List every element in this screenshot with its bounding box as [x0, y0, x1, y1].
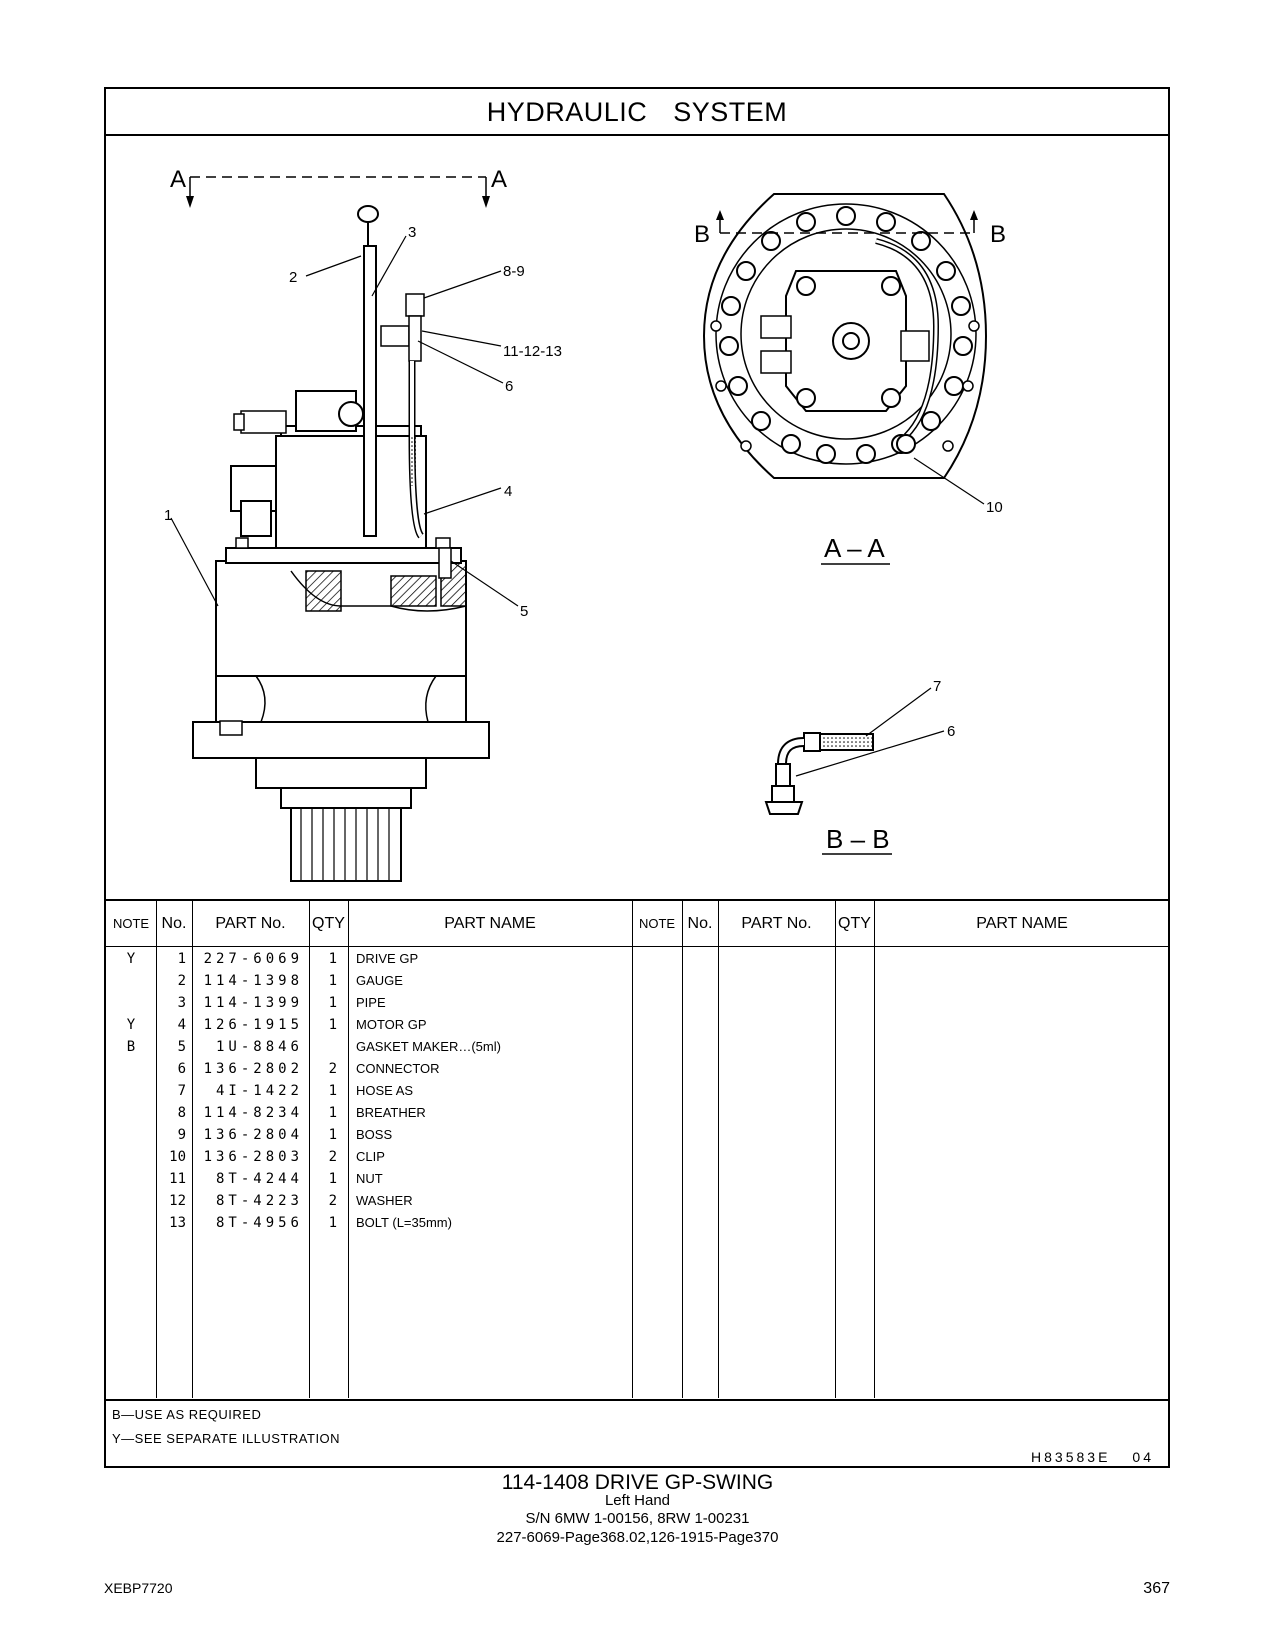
header-part-no: PART No. [215, 915, 286, 932]
callout-6a: 6 [505, 378, 513, 395]
callout-11-12-13: 11-12-13 [503, 343, 562, 360]
group-caption: 114‑1408 DRIVE GP‑SWING [501, 1471, 774, 1494]
header-no: No. [161, 915, 187, 932]
callout-8-9: 8-9 [503, 263, 525, 280]
callout-5: 5 [520, 603, 528, 620]
header-qty-2: QTY [838, 915, 871, 932]
drawing-revision: 04 [1132, 1449, 1154, 1465]
header-part-name-2: PART NAME [976, 915, 1068, 932]
section-bb-label: B – B [826, 824, 890, 854]
drawing-number: H83583E [1031, 1449, 1111, 1465]
exploded-view-drawing: A A [164, 166, 1006, 882]
page-references: 227‑6069‑Page368.02,126‑1915‑Page370 [496, 1529, 779, 1546]
legend-area: B―USE AS REQUIRED Y―SEE SEPARATE ILLUSTR… [106, 1399, 1168, 1468]
document-id: XEBP7720 [104, 1580, 173, 1596]
top-view-drawing [702, 193, 988, 479]
header-qty: QTY [312, 915, 345, 932]
a-left-label: A [170, 166, 186, 193]
callout-6b: 6 [947, 723, 955, 740]
parts-illustration: A A [106, 136, 1168, 899]
header-note: NOTE [112, 916, 150, 931]
callout-4: 4 [504, 483, 512, 500]
parts-table: NOTE No. PART No. QTY PART NAME NOTE No.… [106, 899, 1168, 1399]
a-right-label: A [491, 166, 507, 193]
page-title: HYDRAULIC SYSTEM [106, 89, 1168, 136]
callouts-left: 2 3 8-9 11-12-13 6 4 1 5 [164, 224, 562, 620]
header-part-no-2: PART No. [741, 915, 812, 932]
section-b-marker: B B [694, 210, 1006, 248]
hose-detail-drawing [764, 732, 874, 815]
header-no-2: No. [687, 915, 713, 932]
header-part-name: PART NAME [444, 915, 536, 932]
callout-10: 10 [986, 499, 1003, 516]
drive-assembly-drawing [192, 205, 490, 882]
serial-numbers: S/N 6MW 1‑00156, 8RW 1‑00231 [525, 1510, 750, 1527]
legend-b: B―USE AS REQUIRED [112, 1407, 262, 1422]
section-aa-label: A – A [824, 533, 885, 563]
leader-lines-left [170, 235, 519, 607]
callout-7: 7 [933, 678, 941, 695]
legend-y: Y―SEE SEPARATE ILLUSTRATION [112, 1431, 341, 1446]
callout-2: 2 [289, 269, 297, 286]
b-left-label: B [694, 221, 710, 248]
callout-1: 1 [164, 507, 172, 524]
title-word-2: SYSTEM [673, 97, 788, 127]
parts-page-frame: HYDRAULIC SYSTEM A A [104, 87, 1170, 1468]
section-a-marker: A A [170, 166, 507, 208]
b-right-label: B [990, 221, 1006, 248]
callout-3: 3 [408, 224, 416, 241]
group-hand: Left Hand [604, 1492, 671, 1509]
header-note-2: NOTE [638, 916, 676, 931]
page-number: 367 [1143, 1580, 1170, 1597]
title-word-1: HYDRAULIC [486, 97, 648, 127]
drawing-code: H83583E 04 [1031, 1449, 1154, 1465]
